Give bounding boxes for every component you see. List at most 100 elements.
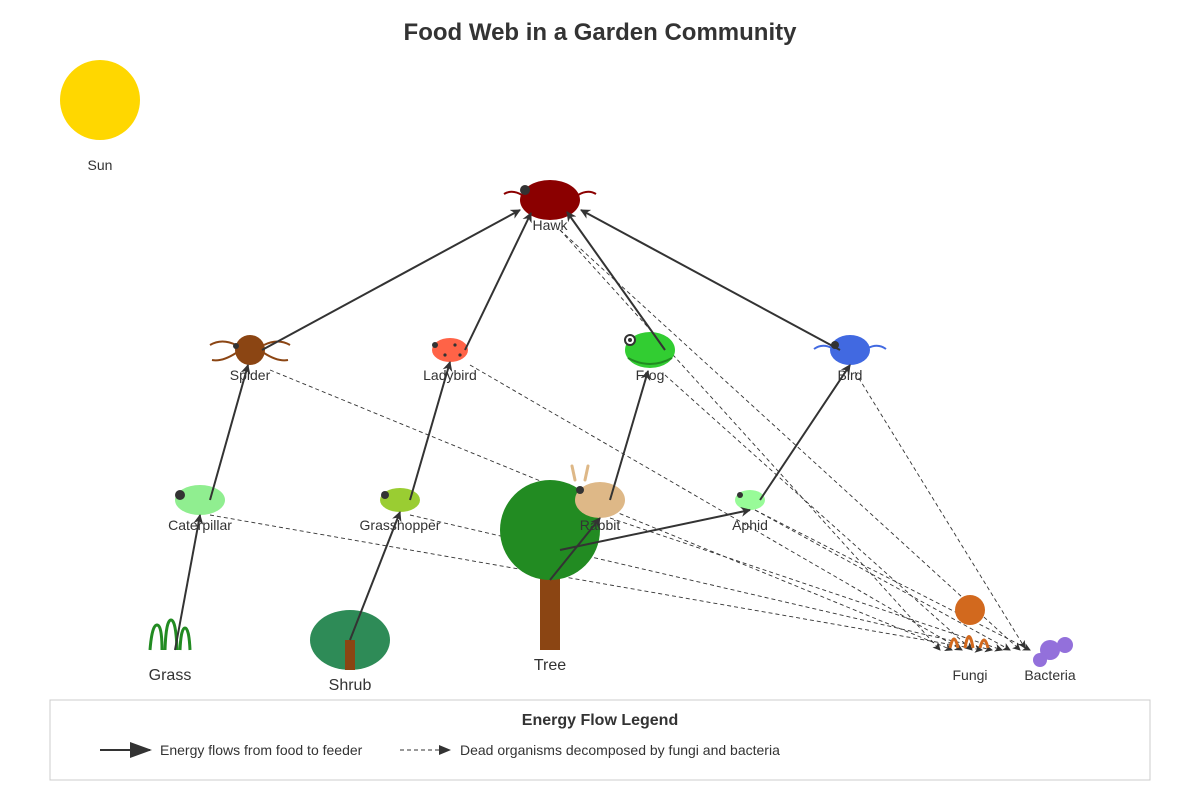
feeding-arrow-aphid-to-bird	[759, 364, 851, 501]
legend-solid-text: Energy flows from food to feeder	[160, 742, 363, 758]
sun-label: Sun	[88, 157, 113, 173]
bacteria-cell	[1057, 637, 1073, 653]
feeding-arrow-frog-to-hawk	[566, 211, 666, 351]
bacteria-label: Bacteria	[1024, 667, 1076, 683]
rabbit-ear-left	[570, 464, 577, 482]
feeding-arrow-tree-to-aphid	[559, 506, 751, 551]
spider-leg	[263, 352, 289, 362]
bird-wing-left	[813, 344, 833, 350]
grass-blade	[178, 626, 192, 651]
spider-label: Spider	[230, 367, 271, 383]
tree-node: Tree	[500, 480, 600, 674]
bird-icon	[830, 335, 870, 365]
spider-icon	[235, 335, 265, 365]
legend: Energy Flow Legend Energy flows from foo…	[49, 699, 1151, 781]
shrub-node: Shrub	[310, 610, 390, 694]
frog-label: Frog	[636, 367, 665, 383]
hawk-wing-left	[503, 190, 523, 196]
feeding-arrow-rabbit-to-frog	[609, 370, 651, 501]
decomposition-arrow-spider-to-fungi	[269, 369, 953, 652]
decomposition-arrow-hawk-to-bacteria	[559, 229, 1021, 651]
caterpillar-label: Caterpillar	[168, 517, 232, 533]
decomposition-arrow-aphid-to-fungi	[754, 509, 1011, 651]
grasshopper-node: Grasshopper	[360, 488, 441, 533]
hawk-node: Hawk	[503, 180, 597, 233]
decomposition-arrow-grasshopper-to-fungi	[409, 514, 993, 653]
ladybird-node: Ladybird	[423, 338, 477, 383]
sun-node: Sun	[60, 60, 140, 173]
hawk-eye	[520, 185, 530, 195]
frog-legs	[627, 357, 673, 365]
spider-node: Spider	[209, 335, 291, 383]
grass-node: Grass	[148, 618, 192, 684]
feeding-arrow-tree-to-rabbit	[549, 517, 601, 581]
grasshopper-head	[381, 491, 389, 499]
bacteria-icon	[1040, 640, 1060, 660]
tree-trunk	[540, 575, 560, 650]
ladybird-head	[432, 342, 438, 348]
feeding-links	[174, 209, 851, 651]
hawk-label: Hawk	[532, 217, 568, 233]
bird-wing-right	[867, 344, 887, 350]
feeding-arrow-spider-to-hawk	[261, 209, 521, 351]
grasshopper-icon	[380, 488, 420, 512]
legend-box	[49, 699, 1151, 781]
rabbit-eye	[576, 486, 584, 494]
fungi-label: Fungi	[952, 667, 987, 683]
grass-blade	[163, 618, 179, 651]
decomposition-arrow-ladybird-to-fungi	[469, 364, 963, 651]
ladybird-spot	[443, 353, 447, 357]
fungi-icon	[955, 595, 985, 625]
spider-leg	[209, 340, 237, 346]
ladybird-icon	[432, 338, 468, 362]
frog-node: Frog	[624, 332, 675, 383]
aphid-head	[737, 492, 743, 498]
bird-label: Bird	[838, 367, 863, 383]
sun-icon	[60, 60, 140, 140]
feeding-arrow-ladybird-to-hawk	[464, 212, 532, 351]
spider-eye	[233, 343, 239, 349]
grasshopper-label: Grasshopper	[360, 517, 441, 533]
fungi-node: Fungi	[948, 595, 990, 683]
feeding-arrow-shrub-to-grasshopper	[349, 511, 402, 641]
feeding-arrow-grasshopper-to-ladybird	[409, 361, 453, 501]
grass-icon	[148, 623, 164, 651]
aphid-node: Aphid	[732, 490, 768, 533]
rabbit-ear-right	[583, 464, 590, 482]
hawk-wing-right	[577, 190, 597, 196]
feeding-arrow-bird-to-hawk	[580, 209, 841, 351]
shrub-stem	[345, 640, 355, 670]
caterpillar-icon	[175, 485, 225, 515]
frog-icon	[625, 332, 675, 368]
decomposition-arrow-aphid-to-bacteria	[754, 509, 1031, 651]
shrub-label: Shrub	[329, 677, 372, 694]
decomposition-arrow-hawk-to-fungi	[559, 229, 941, 651]
bacteria-node: Bacteria	[1024, 637, 1076, 683]
caterpillar-head	[175, 490, 185, 500]
ladybird-spot	[453, 343, 457, 347]
bacteria-cell	[1033, 653, 1047, 667]
ladybird-spot	[458, 353, 462, 357]
decomposition-arrow-caterpillar-to-fungi	[209, 514, 983, 653]
aphid-label: Aphid	[732, 517, 768, 533]
decomposition-links	[209, 229, 1031, 653]
frog-pupil	[628, 338, 632, 342]
tree-icon	[500, 480, 600, 580]
spider-leg	[211, 352, 237, 362]
feeding-arrow-grass-to-caterpillar	[174, 514, 204, 651]
diagram-title: Food Web in a Garden Community	[404, 19, 798, 46]
decomposition-arrow-rabbit-to-fungi	[609, 517, 1003, 652]
ladybird-label: Ladybird	[423, 367, 477, 383]
fungi-hyphae	[948, 635, 990, 649]
tree-label: Tree	[534, 657, 566, 674]
hawk-icon	[520, 180, 580, 220]
grass-label: Grass	[149, 667, 192, 684]
decomposition-arrow-frog-to-fungi	[664, 374, 973, 651]
legend-dashed-text: Dead organisms decomposed by fungi and b…	[460, 742, 780, 758]
decomposition-arrow-bird-to-bacteria	[854, 371, 1026, 649]
legend-title: Energy Flow Legend	[522, 712, 678, 729]
feeding-arrow-caterpillar-to-spider	[209, 364, 251, 501]
caterpillar-node: Caterpillar	[168, 485, 232, 533]
